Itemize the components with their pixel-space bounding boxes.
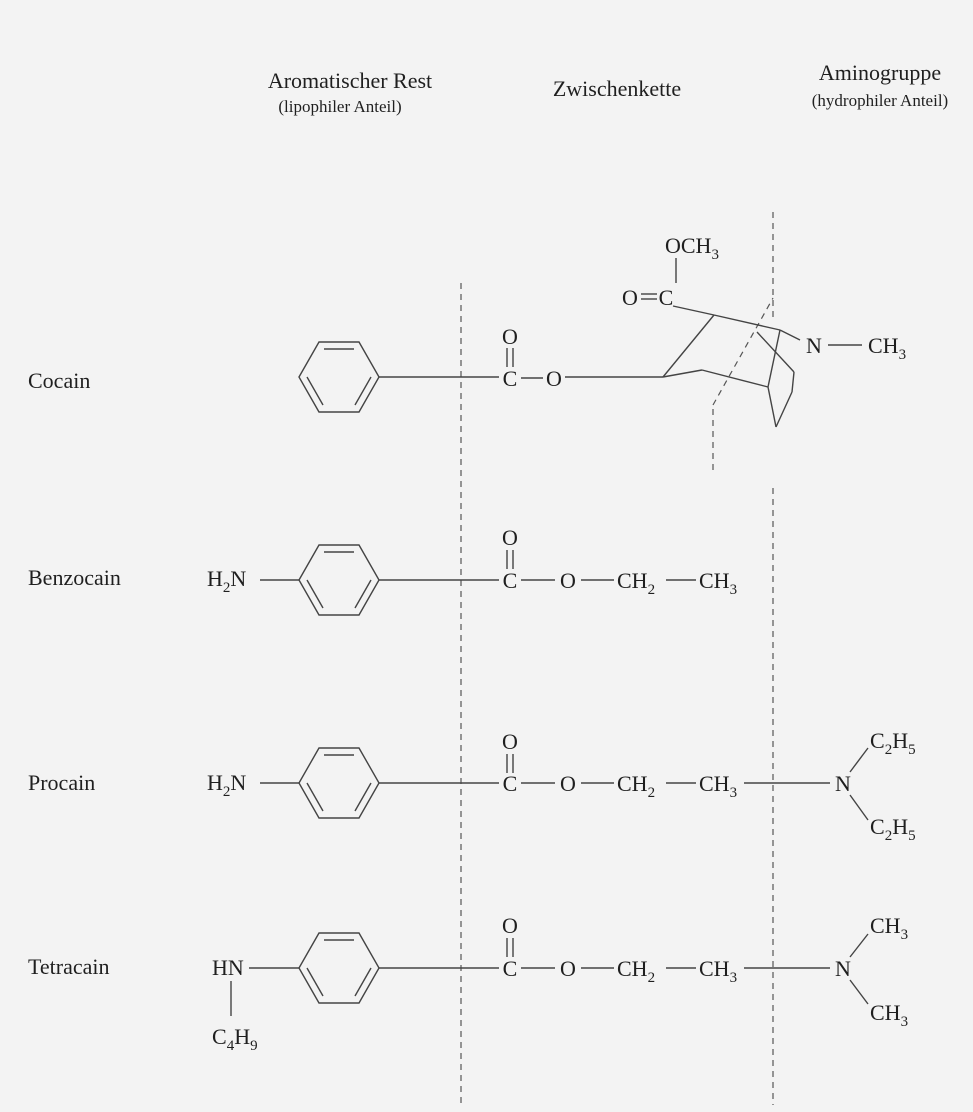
benzene-ring-cocain bbox=[298, 341, 380, 413]
methylene2-procain: CH3 bbox=[699, 771, 737, 801]
atom-o-benzocain-ester: O bbox=[560, 568, 576, 593]
atom-o-cocain-carbonyl: O bbox=[502, 324, 518, 349]
tetracain-structure: HN C4H9 O C O CH2 CH3 N CH3 CH3 bbox=[212, 913, 908, 1054]
header-amino: Aminogruppe bbox=[819, 60, 941, 85]
methyl-cocain-n: CH3 bbox=[868, 333, 906, 363]
methyl-tetracain-bottom: CH3 bbox=[870, 1000, 908, 1030]
butyl-tetracain: C4H9 bbox=[212, 1024, 258, 1054]
atom-c-procain-ester: C bbox=[503, 771, 518, 796]
header-chain: Zwischenkette bbox=[553, 76, 681, 101]
methylene2-tetracain: CH3 bbox=[699, 956, 737, 986]
methoxy-cocain: OCH3 bbox=[665, 233, 719, 263]
methyl-tetracain-top: CH3 bbox=[870, 913, 908, 943]
ethyl-procain-top: C2H5 bbox=[870, 728, 916, 758]
methylene-procain: CH2 bbox=[617, 771, 655, 801]
atom-o-tetracain-carbonyl: O bbox=[502, 913, 518, 938]
atom-c-cocain-carboxyl: C bbox=[659, 285, 674, 310]
atom-o-procain-ester: O bbox=[560, 771, 576, 796]
compound-name-benzocain: Benzocain bbox=[28, 565, 121, 590]
atom-o-cocain-carboxyl: O bbox=[622, 285, 638, 310]
procain-structure: H2N O C O CH2 CH3 N C2H5 C2H5 bbox=[207, 728, 916, 844]
compound-name-cocain: Cocain bbox=[28, 368, 90, 393]
header-amino-sub: (hydrophiler Anteil) bbox=[812, 91, 948, 110]
atom-n-cocain: N bbox=[806, 333, 822, 358]
atom-c-benzocain-ester: C bbox=[503, 568, 518, 593]
cocain-structure: O C O N CH3 C O OCH3 bbox=[298, 233, 906, 428]
amine-procain: H2N bbox=[207, 770, 246, 800]
atom-o-tetracain-ester: O bbox=[560, 956, 576, 981]
atom-n-procain: N bbox=[835, 771, 851, 796]
atom-c-tetracain-ester: C bbox=[503, 956, 518, 981]
methyl-benzocain: CH3 bbox=[699, 568, 737, 598]
benzene-ring-procain bbox=[298, 747, 380, 819]
methylene-benzocain: CH2 bbox=[617, 568, 655, 598]
atom-hn-tetracain: HN bbox=[212, 955, 244, 980]
atom-c-cocain-ester: C bbox=[503, 366, 518, 391]
separator-cocain-diagonal bbox=[712, 297, 774, 406]
atom-o-cocain-ester: O bbox=[546, 366, 562, 391]
benzene-ring-tetracain bbox=[298, 932, 380, 1004]
atom-o-benzocain-carbonyl: O bbox=[502, 525, 518, 550]
compound-name-tetracain: Tetracain bbox=[28, 954, 110, 979]
methylene-tetracain: CH2 bbox=[617, 956, 655, 986]
atom-o-procain-carbonyl: O bbox=[502, 729, 518, 754]
compound-name-procain: Procain bbox=[28, 770, 95, 795]
benzocain-structure: H2N O C O CH2 CH3 bbox=[207, 525, 737, 616]
tropane-ring bbox=[662, 314, 801, 428]
header-aromatic-sub: (lipophiler Anteil) bbox=[278, 97, 401, 116]
amine-benzocain: H2N bbox=[207, 566, 246, 596]
header-aromatic: Aromatischer Rest bbox=[268, 68, 432, 93]
benzene-ring-benzocain bbox=[298, 544, 380, 616]
ethyl-procain-bottom: C2H5 bbox=[870, 814, 916, 844]
atom-n-tetracain: N bbox=[835, 956, 851, 981]
